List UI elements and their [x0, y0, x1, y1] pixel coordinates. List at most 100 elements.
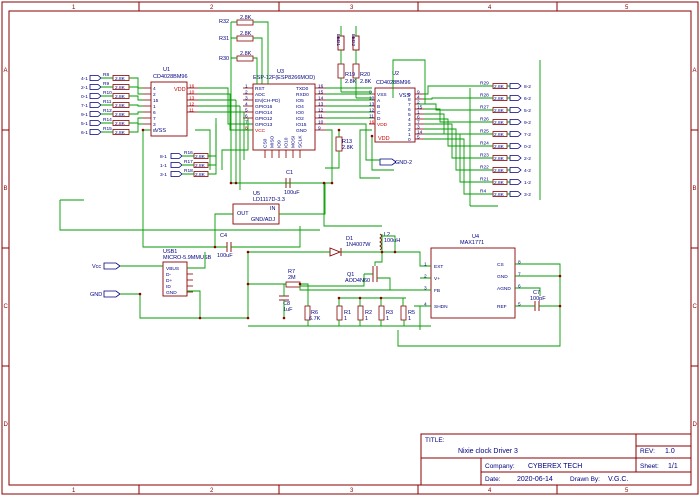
- u3-right-pin-number: 14: [318, 96, 324, 102]
- u5-name: LD1117D-3.3: [253, 197, 285, 203]
- r6-value: 6.7K: [309, 316, 321, 322]
- u4-right-pin-name: AGND: [497, 286, 511, 292]
- grid-row-left: C: [4, 304, 9, 310]
- u2-ref: U2: [392, 71, 399, 77]
- right-resistor-ref: R4: [480, 189, 486, 195]
- u4-name: MAX1771: [460, 240, 484, 246]
- u3-right-pin-number: 16: [318, 84, 324, 90]
- u1-left-pin: 3: [153, 122, 156, 128]
- right-resistor-net: 6-2: [524, 96, 531, 102]
- grid-col-bottom: 4: [488, 488, 492, 494]
- u2-right-pin-number: 1: [417, 110, 420, 116]
- junction-dot: [246, 282, 250, 286]
- u1-right-pin: 16: [189, 84, 195, 90]
- u2-left-pin-number: 11: [369, 114, 374, 120]
- u1-vss: VSS: [155, 128, 166, 134]
- r30-value: 2.8K: [240, 51, 252, 57]
- u3-bottom-pin: IO10: [284, 137, 290, 148]
- r31-value: 2.8K: [240, 31, 252, 37]
- lower-left-resistor-net: 1-1: [160, 163, 167, 169]
- r32-value: 2.8K: [240, 15, 252, 21]
- u3-ref: U3: [277, 69, 284, 75]
- left-resistor-ref: R11: [103, 99, 112, 105]
- u1-left-pin: 2: [153, 92, 156, 98]
- grid-row-left: A: [4, 68, 8, 74]
- lower-left-resistor-ref: R17: [184, 159, 193, 165]
- right-resistor-ref: R24: [480, 141, 489, 147]
- u1-left-pin: 6: [153, 110, 156, 116]
- junction-dot: [234, 181, 238, 185]
- left-resistor-value: 2.8K: [115, 103, 126, 109]
- grid-col-top: 5: [625, 5, 629, 11]
- u4-right-pin-name: GND: [497, 274, 508, 280]
- u1-name: CD4028BM96: [153, 74, 188, 80]
- junction-dot: [246, 316, 250, 320]
- u4-ref: U4: [472, 234, 479, 240]
- grid-col-top: 1: [72, 5, 76, 11]
- c7-ref: C7: [533, 290, 540, 296]
- junction-dot: [558, 274, 562, 278]
- drawn-label: Drawn By:: [570, 476, 600, 483]
- u5-ref: U5: [253, 191, 260, 197]
- led1-label: LED1: [335, 34, 341, 46]
- u2-right-pin-name: 8: [408, 97, 411, 103]
- right-resistor-value: 2.8K: [494, 144, 505, 150]
- u1-left-pin: 1: [153, 104, 156, 110]
- u3-left-pin-name: GPIO16: [255, 104, 273, 110]
- grid-col-top: 3: [350, 5, 354, 11]
- r13-value: 2.8K: [342, 145, 354, 151]
- junction-dot: [558, 304, 562, 308]
- u3-right-pin-number: 12: [318, 108, 324, 114]
- title-label: TITLE:: [425, 437, 445, 444]
- u2-left-pin-number: 13: [369, 102, 375, 108]
- u3-left-pin-number: 2: [245, 90, 248, 96]
- u4-right-pin-name: CS: [497, 262, 504, 268]
- u2-right-pin-number: 4: [417, 95, 420, 101]
- r32-ref: R32: [219, 19, 229, 25]
- u3-bottom-pin: IO9: [277, 140, 283, 148]
- right-resistor-net: 7-2: [524, 132, 531, 138]
- right-resistor-value: 2.8K: [494, 132, 505, 138]
- q1-value: AOD4N60: [345, 278, 370, 284]
- u3-bottom-pin: MISO: [270, 135, 276, 148]
- c1-ref: C1: [286, 170, 293, 176]
- right-resistor-ref: R23: [480, 153, 489, 159]
- r5-value: 1: [408, 316, 411, 322]
- left-resistor-value: 2.8K: [115, 76, 126, 82]
- r20-ref: R20: [360, 72, 370, 78]
- u2-left-pin-number: 12: [369, 108, 375, 114]
- right-resistor-value: 2.8K: [494, 156, 505, 162]
- company-value: CYBEREX TECH: [528, 463, 582, 470]
- r19-value: 2.8K: [345, 79, 357, 85]
- u3-right-pin-number: 15: [318, 90, 324, 96]
- top-resistors: R32 2.8K R31 2.8K R30 2.8K: [219, 15, 269, 183]
- junction-dot: [138, 292, 142, 296]
- left-resistor-net: 7-1: [81, 103, 88, 109]
- r13-ref: R13: [342, 139, 352, 145]
- lower-left-resistor-net: 3-1: [160, 172, 167, 178]
- usb1-pin-name: ID: [166, 284, 171, 290]
- junction-dot: [298, 282, 302, 286]
- right-resistor-ref: R25: [480, 129, 489, 135]
- wiring: [59, 59, 561, 347]
- right-resistor-ref: R22: [480, 165, 489, 171]
- u3-left-pin-name: GPIO12: [255, 116, 273, 122]
- left-resistor-net: 6-1: [81, 130, 88, 136]
- u1-ref: U1: [163, 67, 170, 73]
- right-resistor-ref: R27: [480, 105, 489, 111]
- u2-left-pin-name: B: [377, 104, 380, 110]
- c4-value: 100uF: [217, 253, 233, 259]
